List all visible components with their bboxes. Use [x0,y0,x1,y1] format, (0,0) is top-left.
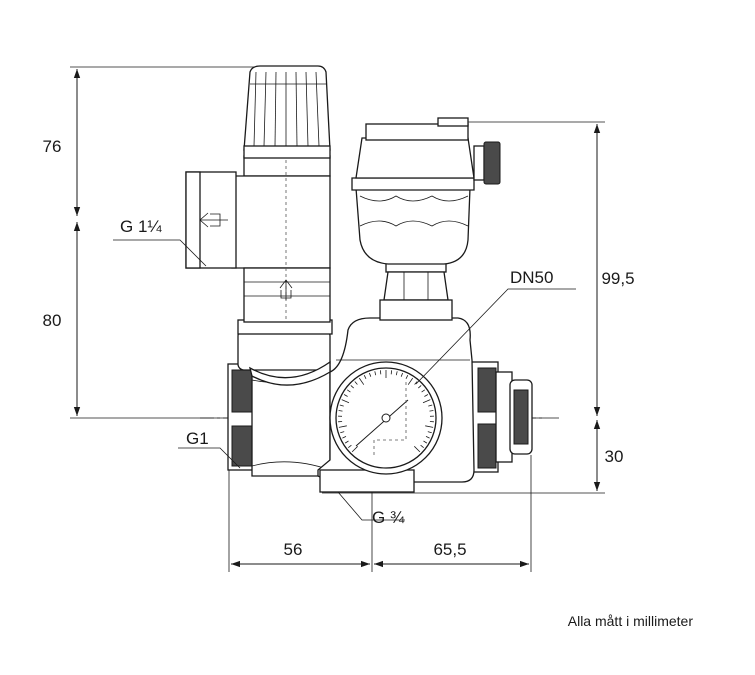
gauge-tick [405,375,409,379]
extension-lines [70,66,605,572]
dim-label-30: 30 [605,447,624,466]
elbow [237,319,333,386]
gauge-tick [428,404,433,407]
pressure-gauge [329,361,443,475]
callout-dn50: DN50 [510,268,553,287]
gauge-tick [351,446,358,453]
dimension-lines [73,69,601,568]
gauge-tick [422,399,431,404]
gauge-tick [339,404,344,407]
gauge-tick [423,440,428,444]
gauge-tick [363,375,367,379]
gauge-tick [341,399,350,404]
gauge-tick [414,381,418,385]
gauge-tick [420,444,424,449]
gauge-tick [346,389,351,393]
gauge-tick [350,385,354,389]
safety-valve [185,65,331,323]
dim-label-56: 56 [284,540,303,559]
gauge-tick [429,410,434,412]
gauge-tick [342,436,347,439]
dim-label-80: 80 [43,311,62,330]
callout-g-3-4: G ¾ [372,508,405,527]
dim-label-99-5: 99,5 [601,269,634,288]
gauge-tick [407,377,414,385]
gauge-tick [338,410,343,412]
dim-label-76: 76 [43,137,62,156]
leader-lines [113,239,576,521]
gauge-tick [427,431,432,434]
gauge-tick [425,436,430,439]
callout-g1: G1 [186,429,209,448]
callout-g-1-1-4: G 1¼ [120,217,162,236]
gauge-tick [343,394,348,397]
gauge-tick [369,372,372,377]
gauge-tick [395,371,398,376]
gauge-tick [424,394,429,397]
callout-labels: G 1¼ G1 G ¾ DN50 [120,217,553,527]
gauge-tick [421,389,426,393]
dimension-labels: 76 80 99,5 30 56 65,5 [43,137,635,559]
gauge-tick [358,377,365,385]
gauge-tick [400,372,403,377]
valve-assembly [185,65,533,493]
gauge-tick [340,431,345,434]
gauge-tick [348,444,352,449]
air-vent [351,117,501,321]
footnote: Alla mått i millimeter [568,613,694,629]
right-fitting [469,361,533,473]
gauge-tick [344,440,349,444]
dim-label-65-5: 65,5 [433,540,466,559]
gauge-tick [414,446,421,453]
gauge-tick [338,425,347,428]
gauge-tick [354,381,358,385]
gauge-tick [374,371,377,376]
gauge-tick [425,425,434,428]
gauge-tick [418,385,422,389]
